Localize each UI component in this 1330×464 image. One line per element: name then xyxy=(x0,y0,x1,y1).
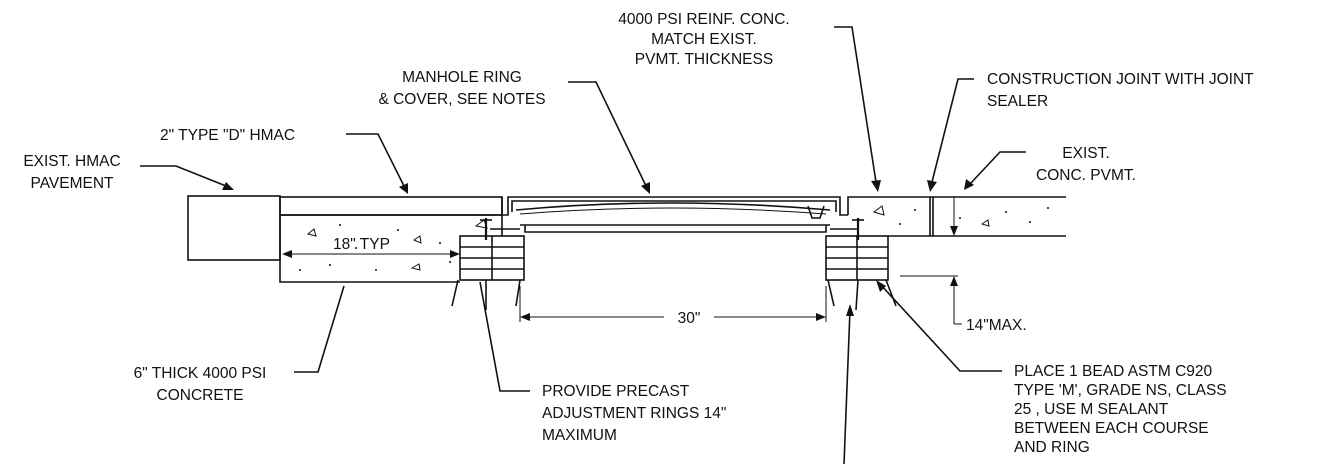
svg-text:EXIST.: EXIST. xyxy=(1062,145,1109,162)
svg-text:18" TYP: 18" TYP xyxy=(333,236,390,253)
svg-text:PLACE 1 BEAD ASTM C920: PLACE 1 BEAD ASTM C920 xyxy=(1014,363,1213,380)
label-manhole-ring: MANHOLE RING & COVER, SEE NOTES xyxy=(378,69,545,108)
dimension-30 xyxy=(519,286,827,322)
type-d-hmac-layer xyxy=(279,196,503,216)
label-exist-conc: EXIST. CONC. PVMT. xyxy=(1036,145,1136,184)
label-6-thick-concrete: 6" THICK 4000 PSI CONCRETE xyxy=(134,365,267,404)
svg-text:ADJUSTMENT RINGS 14": ADJUSTMENT RINGS 14" xyxy=(542,405,726,422)
existing-hmac-section xyxy=(187,195,281,261)
svg-text:MANHOLE RING: MANHOLE RING xyxy=(402,69,522,86)
dimension-14-max xyxy=(900,197,962,325)
leader-lines xyxy=(140,26,1026,464)
label-18-typ: 18" TYP xyxy=(333,236,390,253)
svg-text:MATCH EXIST.: MATCH EXIST. xyxy=(651,31,757,48)
svg-text:PROVIDE PRECAST: PROVIDE PRECAST xyxy=(542,383,690,400)
svg-text:MAXIMUM: MAXIMUM xyxy=(542,427,617,444)
svg-text:4000 PSI REINF. CONC.: 4000 PSI REINF. CONC. xyxy=(618,11,789,28)
adjustment-rings-right xyxy=(825,218,897,311)
svg-text:BETWEEN EACH COURSE: BETWEEN EACH COURSE xyxy=(1014,420,1209,437)
concrete-collar-left xyxy=(279,197,503,283)
svg-text:PVMT. THICKNESS: PVMT. THICKNESS xyxy=(635,51,773,68)
svg-text:6" THICK 4000 PSI: 6" THICK 4000 PSI xyxy=(134,365,267,382)
svg-text:TYPE 'M', GRADE NS, CLASS: TYPE 'M', GRADE NS, CLASS xyxy=(1014,382,1227,399)
svg-text:CONSTRUCTION JOINT WITH JOINT: CONSTRUCTION JOINT WITH JOINT xyxy=(987,71,1254,88)
svg-text:CONC. PVMT.: CONC. PVMT. xyxy=(1036,167,1136,184)
label-exist-hmac: EXIST. HMAC PAVEMENT xyxy=(23,153,120,192)
label-reinf-concrete: 4000 PSI REINF. CONC. MATCH EXIST. PVMT.… xyxy=(618,11,789,68)
svg-text:EXIST. HMAC: EXIST. HMAC xyxy=(23,153,120,170)
adjustment-rings-left xyxy=(451,218,525,310)
label-precast-rings: PROVIDE PRECAST ADJUSTMENT RINGS 14" MAX… xyxy=(542,383,726,444)
label-type-d-hmac: 2" TYPE "D" HMAC xyxy=(160,127,295,144)
label-14-max: 14"MAX. xyxy=(966,317,1027,334)
label-sealant: PLACE 1 BEAD ASTM C920 TYPE 'M', GRADE N… xyxy=(1014,363,1227,456)
manhole-ring-cover xyxy=(490,196,858,233)
svg-text:& COVER, SEE NOTES: & COVER, SEE NOTES xyxy=(378,91,545,108)
label-construction-joint: CONSTRUCTION JOINT WITH JOINT SEALER xyxy=(987,71,1254,110)
svg-text:2" TYPE "D" HMAC: 2" TYPE "D" HMAC xyxy=(160,127,295,144)
svg-text:30": 30" xyxy=(678,310,701,327)
reinforced-concrete-right xyxy=(847,196,1066,237)
label-30: 30" xyxy=(678,310,701,327)
svg-text:14"MAX.: 14"MAX. xyxy=(966,317,1027,334)
svg-text:25 , USE M SEALANT: 25 , USE M SEALANT xyxy=(1014,401,1169,418)
svg-text:CONCRETE: CONCRETE xyxy=(157,387,244,404)
svg-text:AND RING: AND RING xyxy=(1014,439,1090,456)
svg-text:PAVEMENT: PAVEMENT xyxy=(31,175,114,192)
svg-text:SEALER: SEALER xyxy=(987,93,1048,110)
dimension-18-typ xyxy=(282,250,460,258)
